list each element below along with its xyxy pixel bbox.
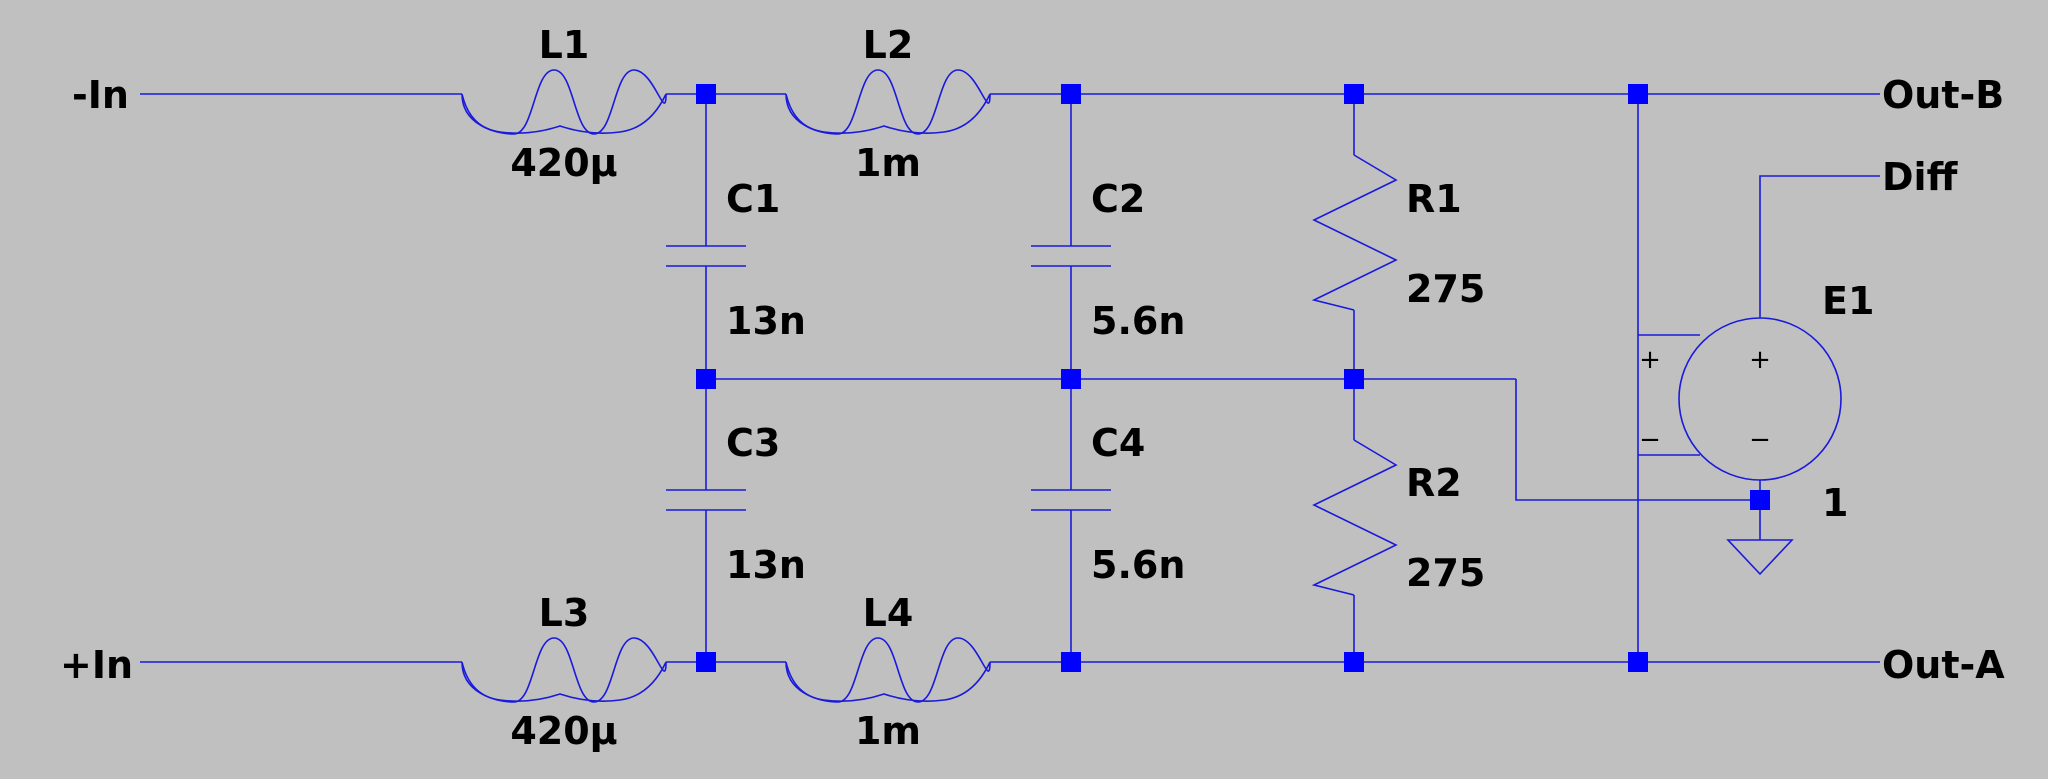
- r2-name: R2: [1406, 461, 1462, 505]
- node: [1061, 652, 1081, 672]
- junction-nodes: [696, 84, 1770, 672]
- port-out-a-label: Out-A: [1882, 643, 2005, 687]
- port-diff-label: Diff: [1882, 155, 1959, 199]
- vcvs-source-icon[interactable]: + − + −: [1639, 317, 1842, 481]
- capacitor-c4[interactable]: [1031, 489, 1111, 511]
- node: [1344, 652, 1364, 672]
- l3-value: 420µ: [510, 709, 617, 753]
- e1-value: 1: [1822, 481, 1848, 525]
- resistor-r1[interactable]: [1311, 154, 1398, 311]
- r1-name: R1: [1406, 177, 1462, 221]
- branch-wires: [705, 94, 1880, 662]
- node: [696, 84, 716, 104]
- l4-value: 1m: [855, 709, 921, 753]
- l1-value: 420µ: [510, 141, 617, 185]
- l4-name: L4: [863, 591, 914, 635]
- resistor-r2[interactable]: [1311, 439, 1398, 596]
- e1-control-minus-sign: −: [1639, 425, 1661, 455]
- port-pos-in-label: +In: [60, 643, 133, 687]
- l1-name: L1: [539, 23, 590, 67]
- node: [1344, 84, 1364, 104]
- inductor-l1[interactable]: [461, 69, 667, 135]
- r1-value: 275: [1406, 267, 1485, 311]
- e1-output-plus-sign: +: [1749, 345, 1771, 375]
- c3-name: C3: [726, 421, 780, 465]
- capacitor-c3[interactable]: [666, 489, 746, 511]
- capacitor-c1[interactable]: [666, 245, 746, 267]
- node: [1061, 84, 1081, 104]
- c2-value: 5.6n: [1091, 299, 1185, 343]
- midpoint-wires: [706, 378, 1760, 501]
- e1-output-minus-sign: −: [1749, 425, 1771, 455]
- node: [696, 369, 716, 389]
- ground-icon: [1726, 539, 1794, 576]
- port-neg-in-label: -In: [72, 73, 129, 117]
- l2-value: 1m: [855, 141, 921, 185]
- port-out-b-label: Out-B: [1882, 73, 2004, 117]
- node: [1344, 369, 1364, 389]
- inductor-l4[interactable]: [785, 637, 991, 703]
- c1-name: C1: [726, 177, 780, 221]
- inductor-l3[interactable]: [461, 637, 667, 703]
- c1-value: 13n: [726, 299, 806, 343]
- node: [1628, 84, 1648, 104]
- c4-name: C4: [1091, 421, 1145, 465]
- node: [1750, 490, 1770, 510]
- c4-value: 5.6n: [1091, 543, 1185, 587]
- node: [696, 652, 716, 672]
- node: [1061, 369, 1081, 389]
- c3-value: 13n: [726, 543, 806, 587]
- e1-control-plus-sign: +: [1639, 345, 1661, 375]
- inductor-l2[interactable]: [785, 69, 991, 135]
- node: [1628, 652, 1648, 672]
- r2-value: 275: [1406, 551, 1485, 595]
- l3-name: L3: [539, 591, 590, 635]
- l2-name: L2: [863, 23, 914, 67]
- e1-name: E1: [1822, 279, 1874, 323]
- c2-name: C2: [1091, 177, 1145, 221]
- capacitor-c2[interactable]: [1031, 245, 1111, 267]
